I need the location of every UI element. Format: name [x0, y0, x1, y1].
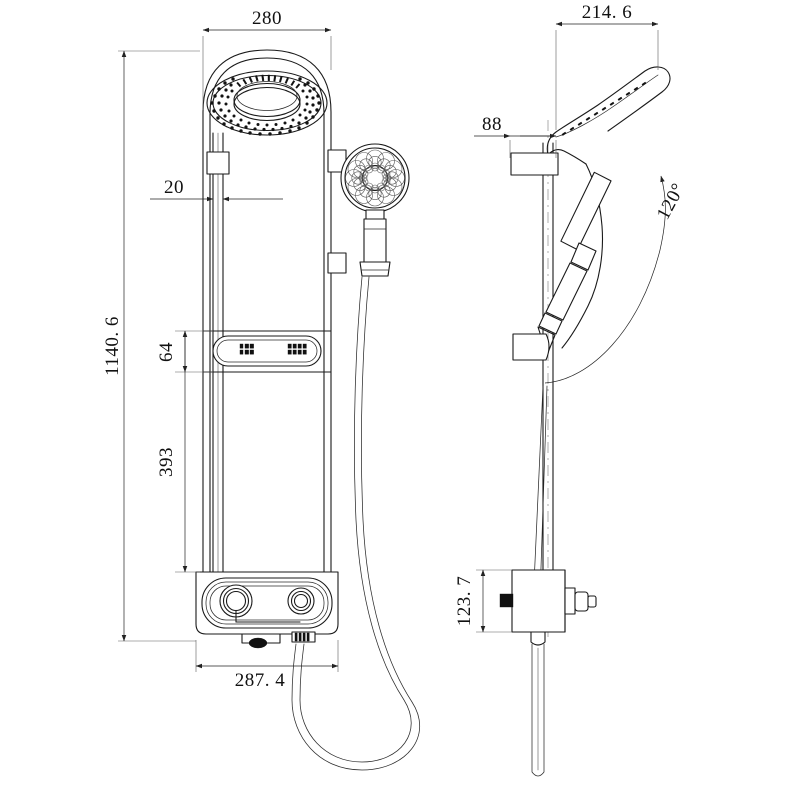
- riser-to-handset-hose: [291, 276, 421, 771]
- dimension-overall-width: 280: [202, 8, 332, 110]
- display-left-readout: [239, 343, 254, 355]
- base-control-housing: [195, 571, 339, 635]
- front-view-group: 280 1140. 6 20 64 393: [102, 8, 421, 771]
- handset-holder-cradle: [537, 171, 612, 356]
- dim-label-handset-reach: 214. 6: [582, 2, 633, 23]
- dimension-bracket-offset: 88: [474, 114, 557, 158]
- mixer-valve-body: [499, 569, 597, 777]
- digital-display-panel[interactable]: [202, 330, 332, 373]
- dim-label-valve-height: 123. 7: [454, 576, 475, 627]
- handheld-shower-head: [340, 143, 410, 277]
- dim-label-hose-width: 20: [164, 177, 184, 198]
- hose-connector: [291, 631, 316, 643]
- nozzle-tick-marks: [236, 74, 301, 89]
- handset-bracket: [327, 149, 347, 274]
- dim-label-bracket-offset: 88: [482, 114, 502, 135]
- handset-spray-face: [561, 81, 647, 136]
- slide-bar: [542, 120, 554, 640]
- valve-control-button[interactable]: [499, 593, 514, 608]
- display-right-readout: [287, 343, 307, 355]
- dim-label-display-height: 64: [156, 342, 177, 362]
- nozzle-dot-field: [210, 77, 321, 136]
- mode-control-knob[interactable]: [287, 587, 315, 615]
- dimension-valve-height: 123. 7: [454, 569, 512, 633]
- side-view-group: 214. 6 88 120° 123. 7: [454, 2, 689, 777]
- lower-slide-bracket: [512, 333, 550, 361]
- dim-label-overall-height: 1140. 6: [102, 316, 123, 376]
- overhead-rain-shower-head: [206, 70, 328, 136]
- dimension-overall-height: 1140. 6: [102, 50, 200, 642]
- dimension-base-width: 287. 4: [195, 640, 339, 691]
- dimension-handset-reach: 214. 6: [555, 2, 659, 130]
- valve-outlet-spout: [564, 587, 597, 615]
- spray-pattern: [345, 149, 405, 207]
- dimension-lower-section: 393: [156, 331, 200, 573]
- dim-label-lower-section: 393: [156, 447, 177, 477]
- upper-slide-bracket: [510, 152, 559, 176]
- shower-panel-body: [202, 49, 332, 573]
- dimension-hose-width: 20: [150, 177, 283, 202]
- dim-label-base-width: 287. 4: [235, 670, 286, 691]
- water-inlet-fitting: [241, 633, 281, 649]
- dim-label-overall-width: 280: [252, 8, 282, 29]
- temperature-control-knob[interactable]: [219, 584, 301, 623]
